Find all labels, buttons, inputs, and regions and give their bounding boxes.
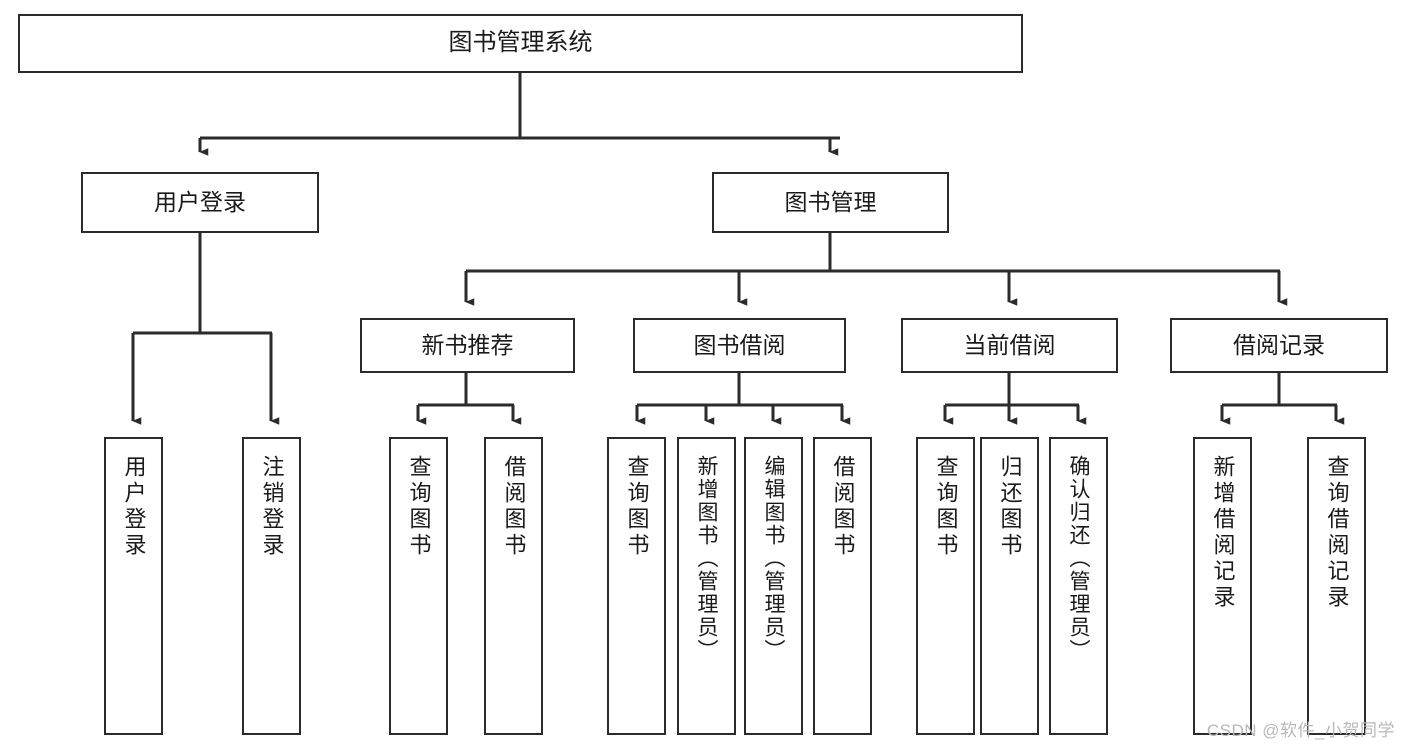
node-label: 查询借阅记录: [1324, 455, 1350, 611]
leaf-borrow-book-recommend[interactable]: 借阅图书: [484, 437, 543, 735]
node-label: 查询图书: [624, 455, 650, 559]
node-label: 用户登录: [121, 455, 147, 559]
leaf-return-book[interactable]: 归还图书: [980, 437, 1039, 735]
node-label: 新书推荐: [421, 331, 514, 358]
node-new-book-recommend[interactable]: 新书推荐: [360, 318, 575, 373]
leaf-add-book-admin[interactable]: 新增图书（管理员）: [677, 437, 736, 735]
leaf-query-book-current[interactable]: 查询图书: [916, 437, 975, 735]
leaf-user-login[interactable]: 用户登录: [104, 437, 163, 735]
node-label: 确认归还（管理员）: [1067, 455, 1090, 662]
node-borrow-record[interactable]: 借阅记录: [1170, 318, 1388, 373]
node-label: 图书借阅: [693, 331, 786, 358]
node-label: 当前借阅: [963, 331, 1056, 358]
node-label: 图书管理系统: [448, 29, 593, 57]
leaf-user-logout[interactable]: 注销登录: [242, 437, 301, 735]
leaf-edit-book-admin[interactable]: 编辑图书（管理员）: [744, 437, 803, 735]
node-current-borrow[interactable]: 当前借阅: [901, 318, 1118, 373]
node-book-manage[interactable]: 图书管理: [712, 172, 949, 233]
node-root-system[interactable]: 图书管理系统: [18, 14, 1023, 73]
node-book-borrow[interactable]: 图书借阅: [633, 318, 846, 373]
node-label: 查询图书: [406, 455, 432, 559]
node-label: 借阅图书: [830, 455, 856, 559]
leaf-add-borrow-record[interactable]: 新增借阅记录: [1193, 437, 1252, 735]
leaf-query-borrow-record[interactable]: 查询借阅记录: [1307, 437, 1366, 735]
csdn-watermark: CSDN @软件_小贺同学: [1206, 721, 1395, 740]
node-label: 图书管理: [784, 188, 877, 215]
node-label: 新增借阅记录: [1210, 455, 1236, 611]
node-label: 归还图书: [997, 455, 1023, 559]
node-label: 借阅记录: [1233, 331, 1325, 358]
node-label: 查询图书: [933, 455, 959, 559]
leaf-confirm-return-admin[interactable]: 确认归还（管理员）: [1049, 437, 1108, 735]
node-user-login[interactable]: 用户登录: [81, 172, 319, 233]
leaf-query-book-recommend[interactable]: 查询图书: [389, 437, 448, 735]
leaf-query-book-borrow[interactable]: 查询图书: [607, 437, 666, 735]
node-label: 注销登录: [259, 455, 285, 559]
leaf-borrow-book-borrow[interactable]: 借阅图书: [813, 437, 872, 735]
node-label: 借阅图书: [501, 455, 527, 559]
node-label: 编辑图书（管理员）: [762, 455, 785, 662]
node-label: 用户登录: [154, 188, 246, 215]
node-label: 新增图书（管理员）: [695, 455, 718, 662]
